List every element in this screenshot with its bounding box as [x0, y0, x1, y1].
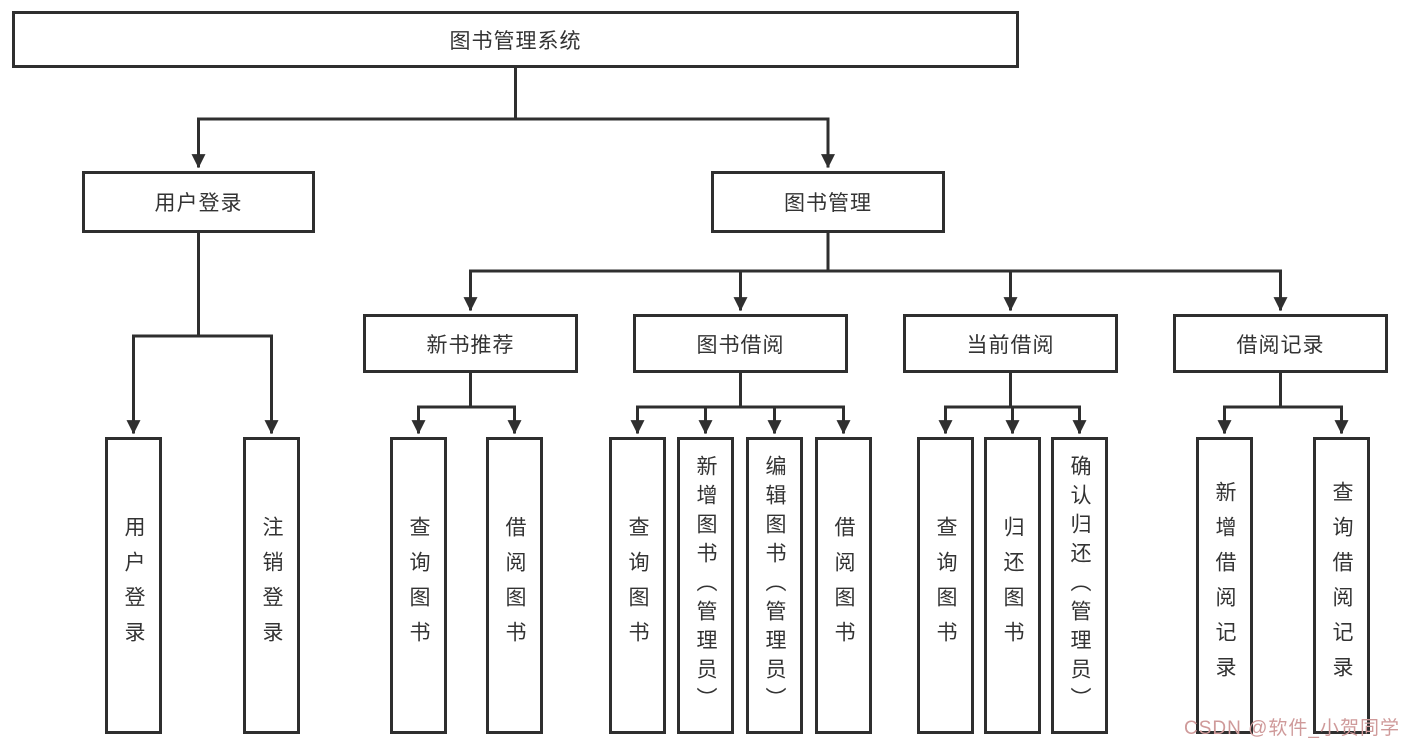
leaf-logout-login: 注销登录: [243, 437, 300, 734]
leaf-current-query-book: 查询图书: [917, 437, 974, 734]
connector-book-management-children: [463, 231, 1288, 312]
leaf-borrow-book: 借阅图书: [815, 437, 872, 734]
node-label: 注销登录: [260, 515, 283, 656]
leaf-user-login: 用户登录: [105, 437, 162, 734]
node-library-management-system: 图书管理系统: [12, 11, 1019, 68]
node-borrow-records: 借阅记录: [1173, 314, 1388, 373]
leaf-return-book: 归还图书: [984, 437, 1041, 734]
node-label: 查询借阅记录: [1330, 480, 1353, 691]
node-label: 借阅图书: [503, 515, 526, 656]
node-label: 归还图书: [1001, 515, 1024, 656]
node-label: 新增借阅记录: [1213, 480, 1236, 691]
leaf-edit-book-admin: 编辑图书（管理员）: [746, 437, 803, 734]
node-user-login: 用户登录: [82, 171, 315, 233]
leaf-add-borrow-record: 新增借阅记录: [1196, 437, 1253, 734]
leaf-add-book-admin: 新增图书（管理员）: [677, 437, 734, 734]
node-label: 图书借阅: [696, 333, 785, 357]
leaf-recommend-query-book: 查询图书: [390, 437, 447, 734]
node-label: 用户登录: [122, 515, 145, 656]
node-label: 图书管理系统: [449, 29, 582, 53]
leaf-borrow-query-book: 查询图书: [609, 437, 666, 734]
node-label: 确认归还（管理员）: [1068, 455, 1091, 716]
node-label: 查询图书: [934, 515, 957, 656]
csdn-watermark: CSDN @软件_小贺同学: [1184, 718, 1400, 739]
node-label: 新书推荐: [426, 333, 515, 357]
leaf-recommend-borrow-book: 借阅图书: [486, 437, 543, 734]
node-label: 当前借阅: [966, 333, 1055, 357]
leaf-confirm-return-admin: 确认归还（管理员）: [1051, 437, 1108, 734]
connector-book-borrow-children: [630, 371, 851, 435]
node-label: 新增图书（管理员）: [694, 455, 717, 716]
node-label: 借阅图书: [832, 515, 855, 656]
connector-current-borrow-children: [938, 371, 1087, 435]
node-label: 编辑图书（管理员）: [763, 455, 786, 716]
connector-borrow-records-children: [1217, 371, 1349, 435]
connector-user-login-children: [126, 231, 279, 435]
node-book-management: 图书管理: [711, 171, 945, 233]
node-label: 借阅记录: [1236, 333, 1325, 357]
node-label: 查询图书: [626, 515, 649, 656]
connector-root-to-level2: [191, 66, 835, 169]
node-label: 用户登录: [154, 192, 243, 215]
node-label: 查询图书: [407, 515, 430, 656]
node-label: 图书管理: [784, 192, 872, 215]
node-new-book-recommend: 新书推荐: [363, 314, 578, 373]
node-book-borrow: 图书借阅: [633, 314, 848, 373]
node-current-borrow: 当前借阅: [903, 314, 1118, 373]
leaf-query-borrow-record: 查询借阅记录: [1313, 437, 1370, 734]
connector-new-book-recommend-children: [411, 371, 522, 435]
